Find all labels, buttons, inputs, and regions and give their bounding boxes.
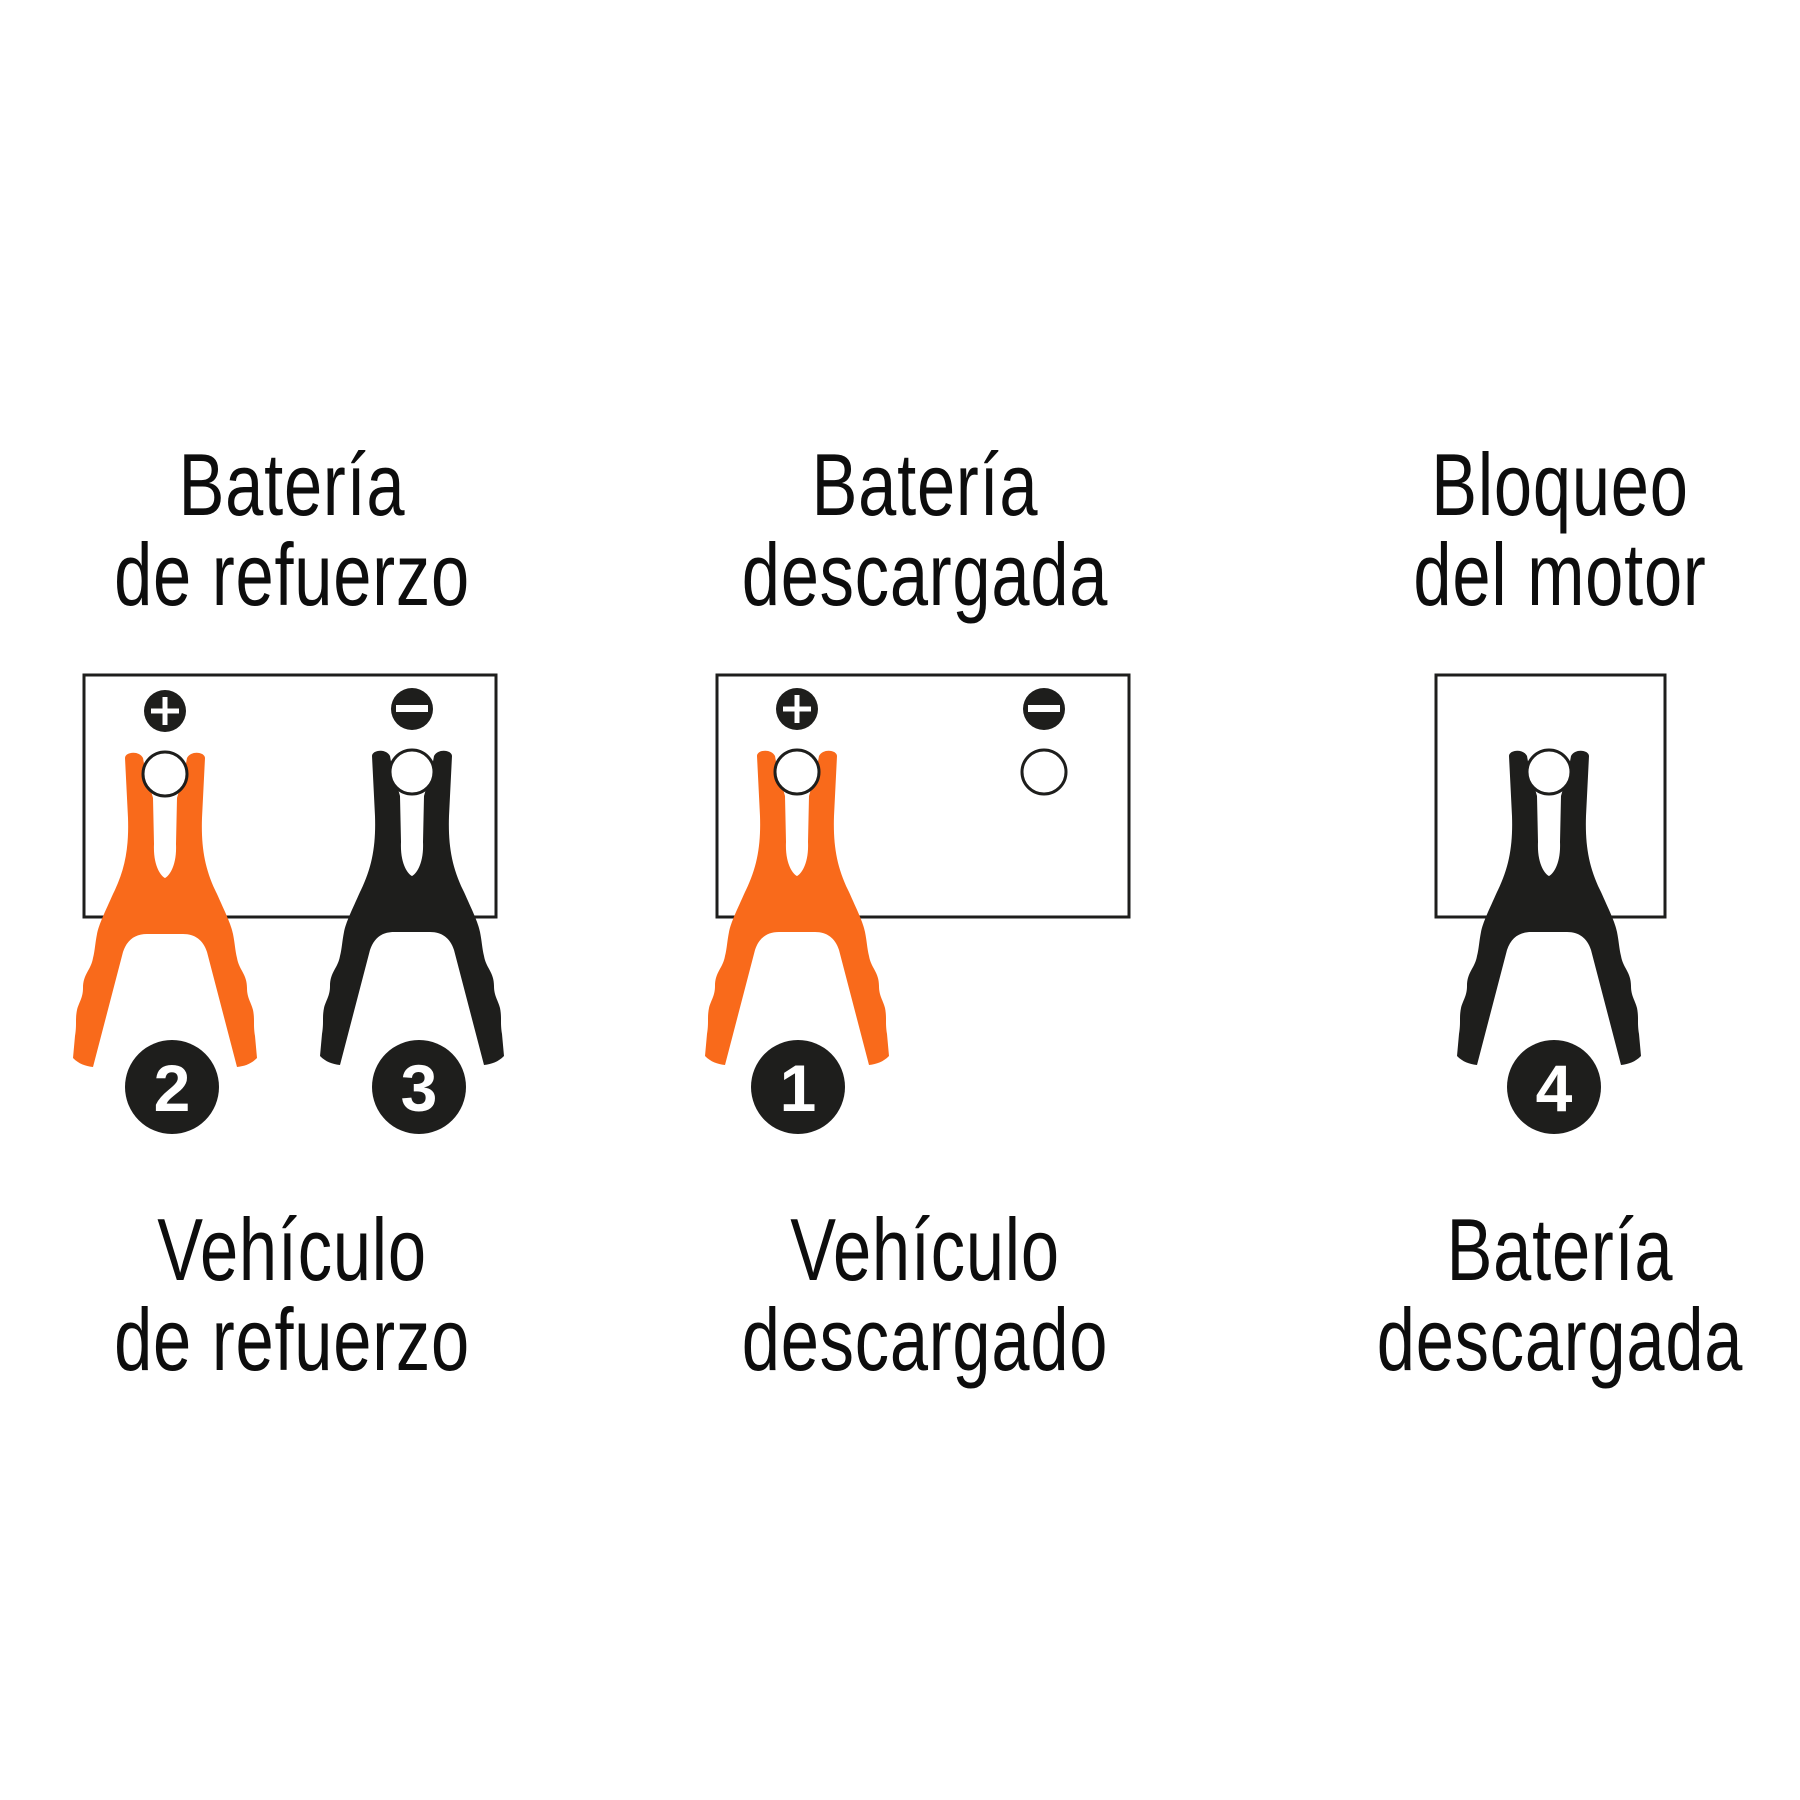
label-line: Batería — [1446, 1200, 1674, 1299]
label-line: Batería — [178, 435, 406, 534]
step-badge: 3 — [372, 1040, 466, 1134]
step-badge: 4 — [1507, 1040, 1601, 1134]
label-line: Vehículo — [157, 1200, 427, 1299]
positive-clamp-step-2 — [73, 752, 257, 1067]
plus-icon — [144, 690, 186, 732]
booster-battery-label: Batería de refuerzo — [0, 440, 592, 620]
step-number: 2 — [154, 1051, 191, 1125]
step-number: 3 — [401, 1051, 438, 1125]
negative-clamp-step-3 — [320, 750, 504, 1065]
engine-block-label: Bloqueo del motor — [1260, 440, 1800, 620]
label-line: Bloqueo — [1431, 435, 1689, 534]
booster-battery-box — [82, 673, 498, 919]
label-line: del motor — [1413, 525, 1707, 624]
step-badge: 2 — [125, 1040, 219, 1134]
discharged-battery-bottom-label: Batería descargada — [1260, 1205, 1800, 1385]
label-line: Batería — [811, 435, 1039, 534]
label-line: de refuerzo — [114, 525, 470, 624]
positive-clamp-step-1 — [705, 750, 889, 1065]
minus-icon — [391, 688, 433, 730]
booster-vehicle-label: Vehículo de refuerzo — [0, 1205, 592, 1385]
label-line: de refuerzo — [114, 1290, 470, 1389]
label-line: descargada — [741, 525, 1109, 624]
positive-terminal — [773, 748, 821, 796]
minus-icon — [1023, 688, 1065, 730]
discharged-vehicle-label: Vehículo descargado — [625, 1205, 1225, 1385]
negative-clamp-step-4 — [1457, 750, 1641, 1065]
label-line: descargado — [741, 1290, 1109, 1389]
label-line: descargada — [1376, 1290, 1744, 1389]
negative-terminal — [388, 748, 436, 796]
step-badge: 1 — [751, 1040, 845, 1134]
step-number: 4 — [1536, 1051, 1573, 1125]
positive-terminal — [141, 750, 189, 798]
label-line: Vehículo — [790, 1200, 1060, 1299]
negative-terminal — [1020, 748, 1068, 796]
step-number: 1 — [780, 1051, 817, 1125]
discharged-battery-label: Batería descargada — [625, 440, 1225, 620]
ground-point — [1525, 748, 1573, 796]
discharged-battery-box — [715, 673, 1131, 919]
plus-icon — [776, 688, 818, 730]
